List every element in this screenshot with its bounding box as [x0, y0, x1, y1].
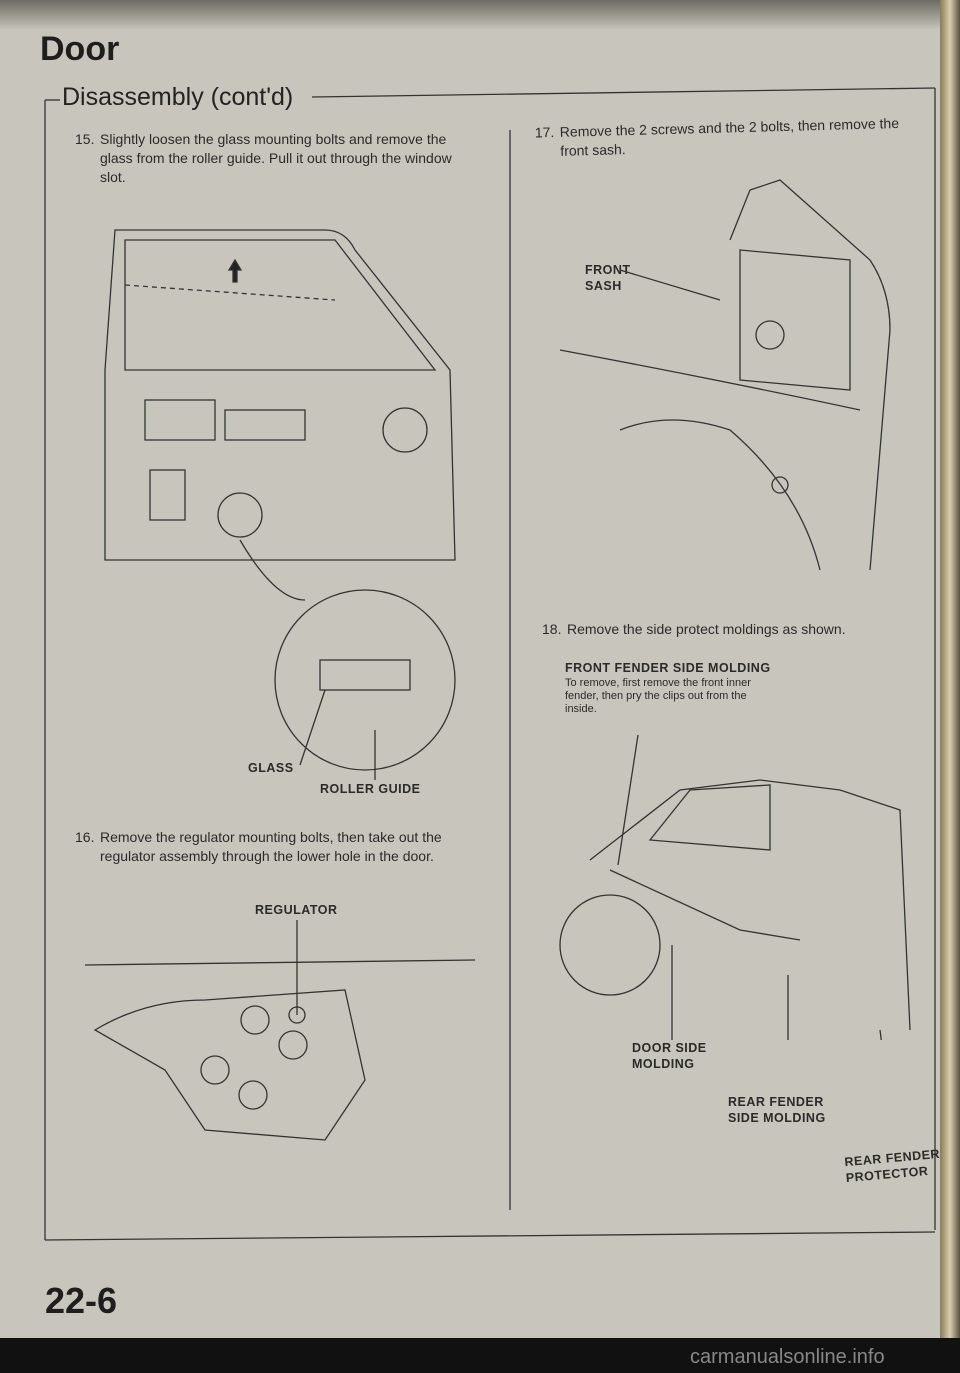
section-title: Door — [40, 30, 120, 68]
page-subtitle: Disassembly (cont'd) — [62, 83, 294, 111]
step-15: 15.Slightly loosen the glass mounting bo… — [75, 131, 452, 185]
side-molding-illustration — [559, 734, 911, 1040]
roller-guide-label: ROLLER GUIDE — [320, 782, 421, 796]
front-sash-illustration — [559, 179, 891, 571]
front-fender-molding-note: To remove, first remove the front inner … — [565, 677, 751, 715]
book-binding — [940, 0, 960, 1340]
step-18: 18.Remove the side protect moldings as s… — [542, 621, 846, 637]
step-16: 16.Remove the regulator mounting bolts, … — [75, 829, 442, 864]
watermark: carmanualsonline.info — [690, 1346, 885, 1368]
page-shadow — [0, 0, 960, 30]
regulator-illustration — [85, 920, 475, 1141]
frame-lines — [44, 87, 936, 1241]
regulator-label: REGULATOR — [255, 903, 338, 917]
door-glass-illustration — [104, 229, 456, 780]
glass-label: GLASS — [248, 761, 294, 775]
front-fender-molding-title: FRONT FENDER SIDE MOLDING — [565, 661, 771, 675]
bottom-edge — [0, 1338, 960, 1373]
page-number: 22-6 — [45, 1280, 118, 1321]
